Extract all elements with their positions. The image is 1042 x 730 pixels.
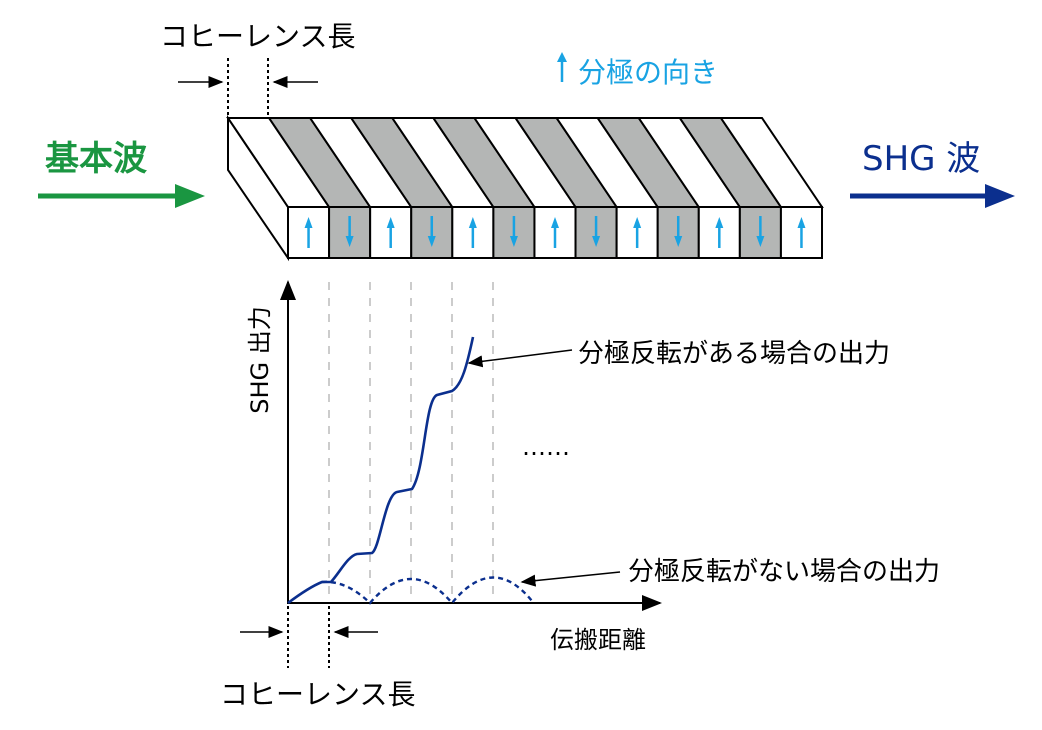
up-arrow-head [797,217,806,228]
output-without-inversion-curve [321,576,533,605]
graph: SHG 出力 伝搬距離 分極反転がある場合の出力 分極反転がない場合の出力 …… [246,280,940,654]
fundamental-wave-label: 基本波 [45,139,147,179]
down-arrow-head [674,236,683,247]
up-arrow-head [715,217,724,228]
polarization-legend: 分極の向き [557,52,718,89]
down-arrow-head [756,236,765,247]
with-inversion-label: 分極反転がある場合の出力 [578,339,890,369]
down-arrow-head [509,236,518,247]
down-arrow-head [592,236,601,247]
y-axis-label: SHG 出力 [246,306,274,414]
up-arrow-head [468,217,477,228]
x-axis-label: 伝搬距離 [550,626,646,654]
polarization-label: 分極の向き [578,56,718,89]
up-arrow-head [551,217,559,228]
up-arrow-head [304,217,313,228]
coherence-length-bottom-label: コヒーレンス長 [220,678,415,711]
output-with-inversion-curve [287,336,475,605]
up-arrow-head [386,217,395,228]
down-arrow-head [427,236,436,247]
annotation-arrow [520,571,621,587]
coherence-length-top-label: コヒーレンス長 [160,20,355,53]
ppln-crystal [226,114,824,262]
annotation-arrow [467,349,573,368]
shg-wave-label: SHG 波 [862,139,980,179]
domain-cell-up [779,206,824,259]
domain-cell-up [369,206,413,259]
up-arrow-head [633,217,642,228]
down-arrow-head [345,236,354,247]
ellipsis: …… [522,433,570,461]
without-inversion-label: 分極反転がない場合の出力 [628,557,940,587]
